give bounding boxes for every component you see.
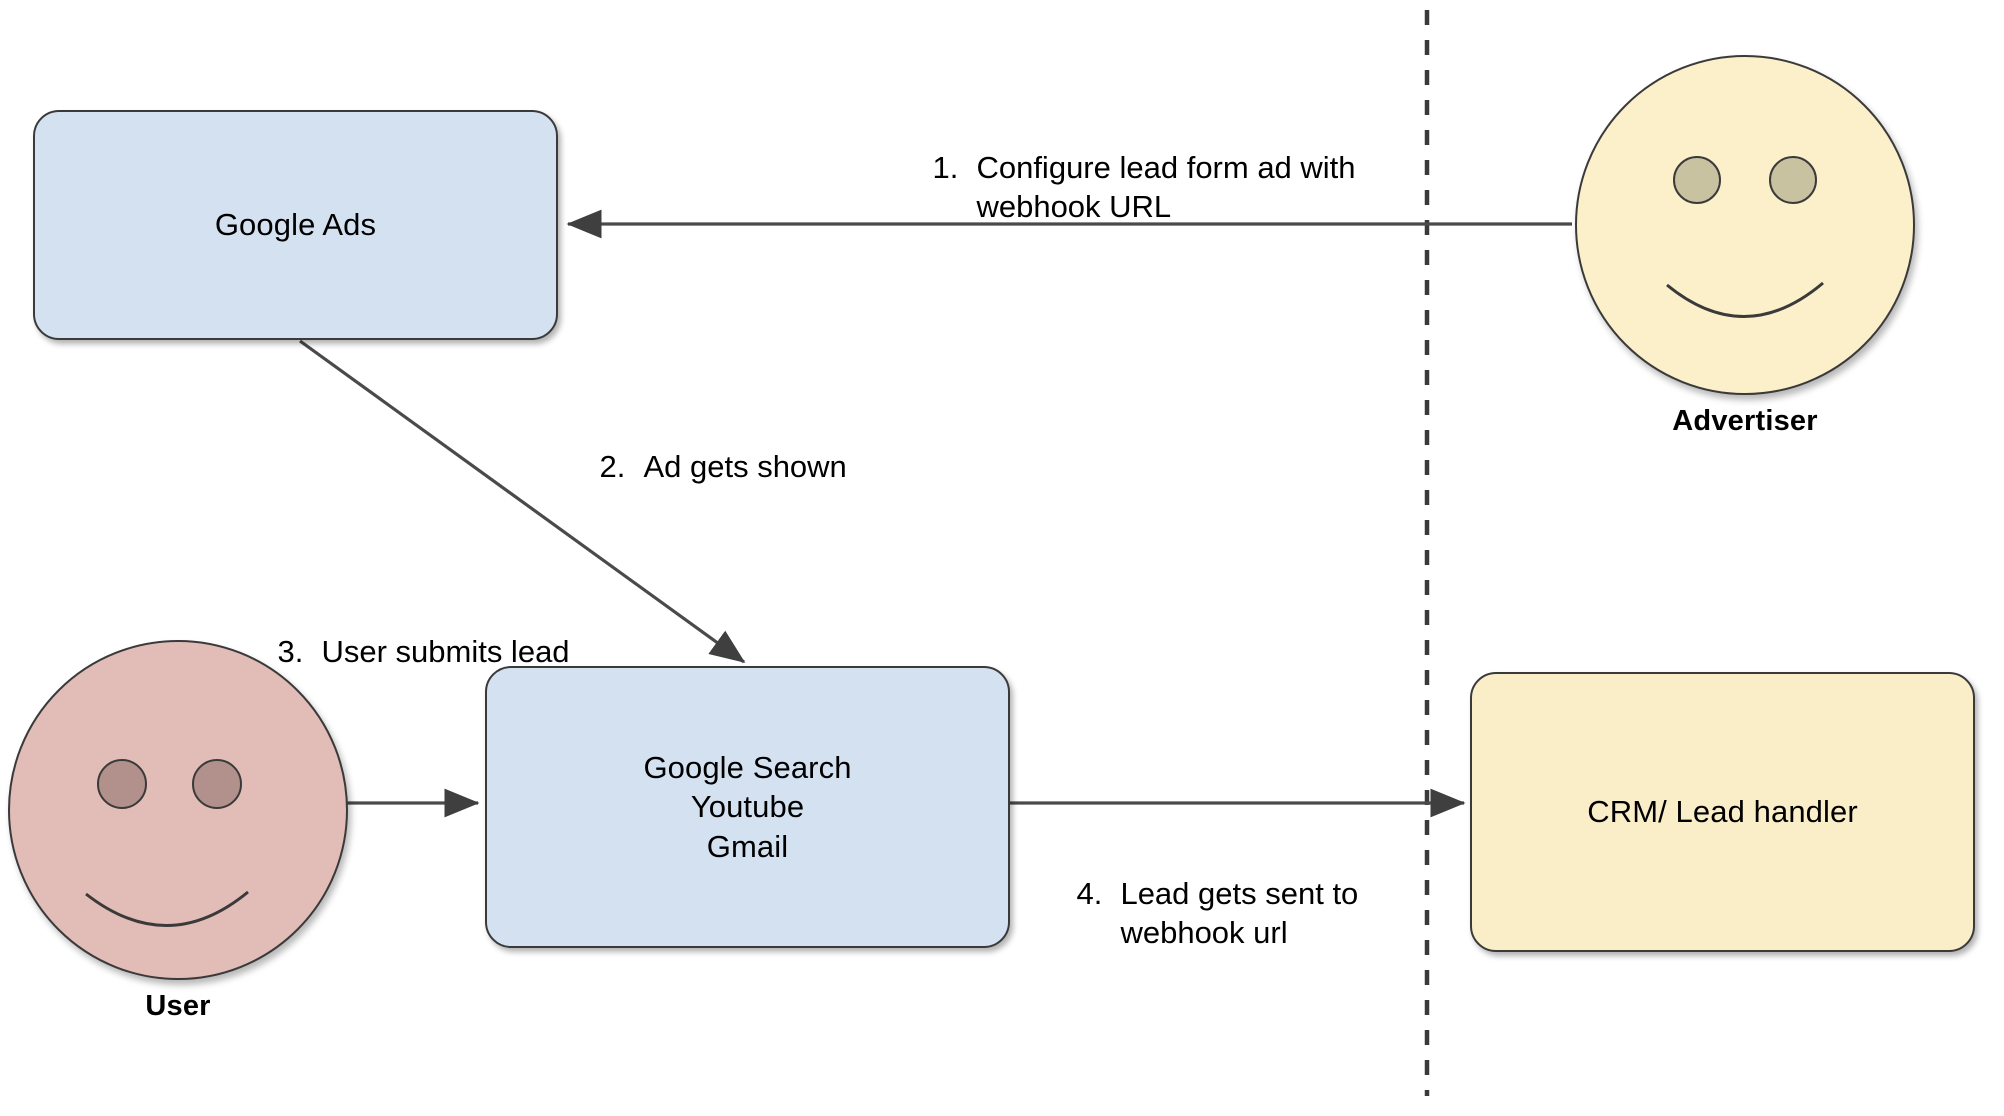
actor-user[interactable]: User xyxy=(8,640,348,1022)
actor-user-caption: User xyxy=(145,990,211,1022)
edge-label-step-2-text: Ad gets shown xyxy=(643,448,847,484)
actor-advertiser-caption: Advertiser xyxy=(1672,405,1818,437)
user-smile-icon xyxy=(85,890,249,927)
user-smiley-icon xyxy=(85,759,249,927)
advertiser-face-circle xyxy=(1575,55,1915,395)
advertiser-right-eye-icon xyxy=(1769,156,1817,204)
actor-advertiser[interactable]: Advertiser xyxy=(1575,55,1915,437)
node-google-surfaces[interactable]: Google Search Youtube Gmail xyxy=(485,666,1010,948)
edge-label-step-1-text: Configure lead form ad with webhook URL xyxy=(976,149,1356,225)
edge-label-step-4: 4. Lead gets sent to webhook url xyxy=(1042,834,1358,993)
edge-label-step-4-number: 4. xyxy=(1076,875,1103,911)
node-google-ads[interactable]: Google Ads xyxy=(33,110,558,340)
user-right-eye-icon xyxy=(192,759,242,809)
node-google-ads-label: Google Ads xyxy=(214,207,377,243)
advertiser-smile-icon xyxy=(1666,281,1824,318)
user-left-eye-icon xyxy=(97,759,147,809)
node-google-surfaces-label: Google Search Youtube Gmail xyxy=(643,750,852,864)
node-crm-lead-handler-label: CRM/ Lead handler xyxy=(1587,794,1858,830)
edge-label-step-3: 3. User submits lead xyxy=(243,592,570,711)
edge-label-step-3-number: 3. xyxy=(277,633,304,669)
edge-label-step-4-text: Lead gets sent to webhook url xyxy=(1120,875,1359,951)
advertiser-smiley-icon xyxy=(1666,156,1824,318)
advertiser-left-eye-icon xyxy=(1673,156,1721,204)
edge-label-step-3-text: User submits lead xyxy=(321,633,570,669)
edge-label-step-2: 2. Ad gets shown xyxy=(565,407,847,526)
edge-label-step-1-number: 1. xyxy=(932,149,959,185)
edge-label-step-1: 1. Configure lead form ad with webhook UR… xyxy=(898,108,1356,267)
node-crm-lead-handler[interactable]: CRM/ Lead handler xyxy=(1470,672,1975,952)
edge-label-step-2-number: 2. xyxy=(599,448,626,484)
